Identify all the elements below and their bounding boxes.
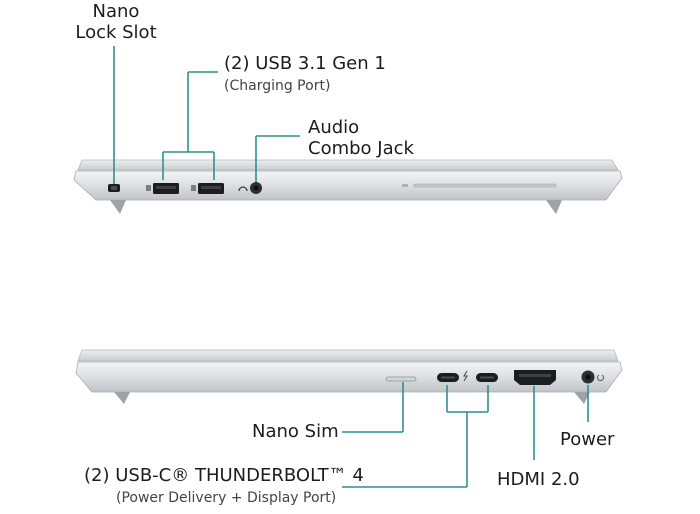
laptop-foot (114, 392, 130, 404)
hdmi-label: HDMI 2.0 (497, 469, 580, 490)
usb-icon (191, 183, 224, 194)
usb-icon (146, 183, 179, 194)
audio-line1: Audio (308, 117, 360, 138)
vent-mark (402, 184, 408, 187)
laptop-foot (546, 200, 562, 214)
laptop-lid (77, 159, 619, 171)
laptop-right-side (75, 349, 623, 404)
thunderbolt-subtitle: (Power Delivery + Display Port) (116, 489, 337, 506)
laptop-base (75, 361, 623, 393)
vent-slot (413, 183, 557, 188)
audio-combo-jack-label: Audio Combo Jack (308, 117, 414, 159)
leader-lines (113, 46, 589, 488)
nano-sim-label: Nano Sim (252, 421, 339, 442)
thunderbolt-icon (437, 370, 468, 382)
usb-title: (2) USB 3.1 Gen 1 (224, 53, 386, 74)
power-label: Power (560, 429, 615, 450)
hdmi-icon (514, 370, 556, 385)
nano-sim-slot (385, 376, 417, 382)
thunderbolt-icon (476, 373, 498, 382)
usb-subtitle: (Charging Port) (224, 77, 331, 94)
thunderbolt-title: (2) USB-C® THUNDERBOLT™ 4 (84, 465, 364, 486)
laptop-left-side (73, 159, 623, 214)
laptop-foot (574, 392, 590, 404)
laptop-lid (77, 349, 619, 362)
usb-label: (2) USB 3.1 Gen 1 (Charging Port) (224, 53, 386, 94)
nano-lock-line1: Nano (92, 1, 140, 22)
headphone-icon (238, 182, 262, 194)
laptop-foot (110, 200, 126, 214)
padlock-icon (108, 184, 120, 192)
audio-line2: Combo Jack (308, 137, 414, 159)
nano-lock-slot-label: Nano Lock Slot (70, 1, 162, 43)
power-icon (581, 370, 604, 384)
thunderbolt-label: (2) USB-C® THUNDERBOLT™ 4 (Power Deliver… (84, 465, 364, 506)
nano-lock-line2: Lock Slot (75, 21, 157, 43)
